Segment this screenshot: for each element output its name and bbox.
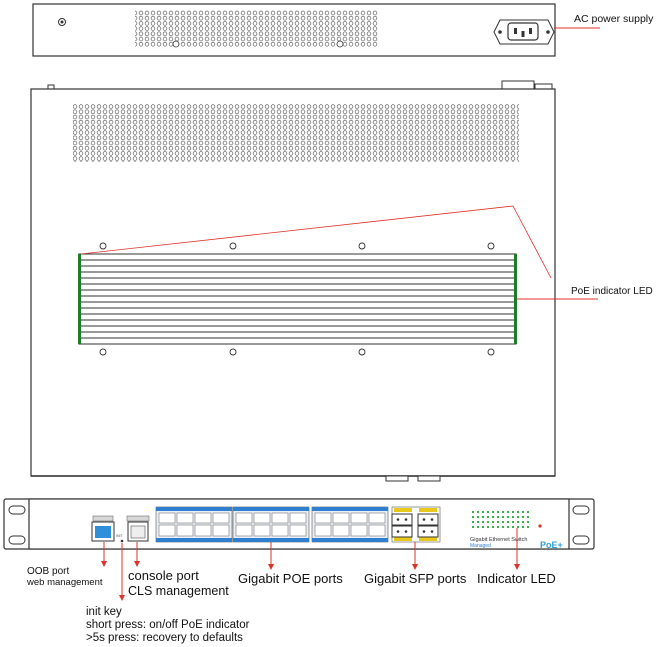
ac-power-inlet: [493, 19, 555, 45]
top-view: [30, 80, 598, 482]
ac-power-supply-label: AC power supply: [574, 13, 654, 25]
heatsink: [78, 253, 517, 345]
top-vent-grille: [73, 104, 519, 162]
poe-port-block-2: [232, 506, 310, 543]
panel-text-line2: Managed: [470, 543, 491, 549]
poe-port-block-1: [155, 506, 233, 543]
web-management-label: web management: [27, 577, 103, 588]
indicator-led-label: Indicator LED: [477, 571, 556, 586]
heatsink-screws: [99, 242, 495, 356]
gigabit-sfp-ports-label: Gigabit SFP ports: [364, 571, 467, 586]
poe-indicator-led-label: PoE indicator LED: [571, 286, 653, 297]
ground-screw: [58, 18, 66, 26]
short-press-label: short press: on/off PoE indicator: [86, 619, 250, 631]
svg-text:INIT: INIT: [116, 534, 123, 538]
panel-text-line1: Gigabit Ethernet Switch: [470, 537, 527, 543]
poe-indicator-leader: [80, 205, 552, 279]
gigabit-poe-ports-label: Gigabit POE ports: [238, 571, 343, 586]
console-port-label: console port: [128, 568, 199, 583]
rear-view: [32, 3, 600, 57]
indicator-led-panel: Gigabit Ethernet Switch Managed PoE+: [470, 511, 563, 550]
long-press-label: >5s press: recovery to defaults: [86, 632, 243, 644]
oob-port-label: OOB port: [27, 566, 70, 577]
console-port: [126, 515, 150, 542]
poe-logo: PoE+: [540, 540, 563, 550]
init-key-label: init key: [86, 606, 122, 618]
poe-port-block-3: [311, 506, 389, 543]
init-key: INIT: [116, 534, 123, 543]
sfp-ports: [391, 506, 441, 543]
oob-port: [91, 515, 115, 542]
cls-management-label: CLS management: [128, 584, 229, 598]
front-view: INIT: [3, 498, 595, 601]
front-leader-lines: [101, 528, 520, 601]
